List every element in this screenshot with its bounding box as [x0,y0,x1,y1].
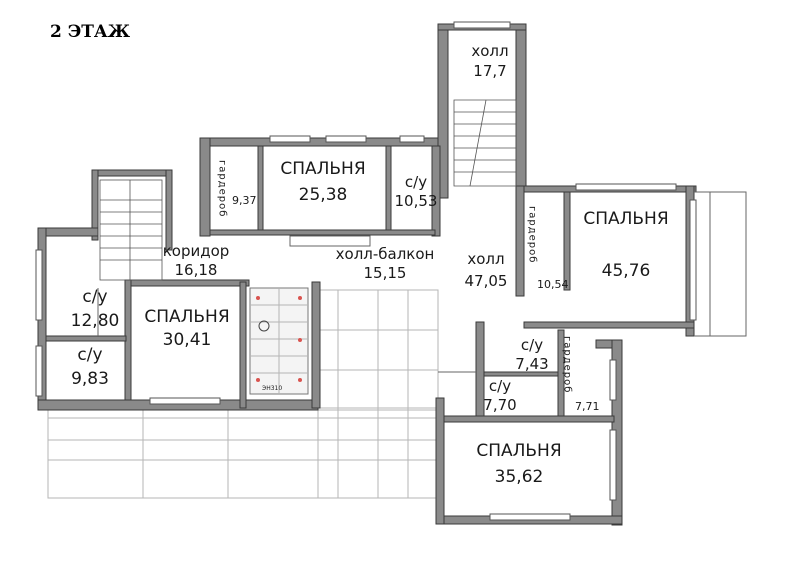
room-area: 35,62 [495,467,544,487]
room-corridor: коридор 16,18 [163,242,230,279]
room-name: СПАЛЬНЯ [144,307,229,327]
fixture-icon [258,320,270,332]
room-area: 16,18 [175,261,218,279]
room-name: холл [471,42,508,60]
room-bedroom-2: СПАЛЬНЯ 45,76 [583,209,668,281]
room-name: коридор [163,242,230,260]
room-name: холл [467,250,504,268]
room-name: гардероб [562,336,573,393]
room-wc-4: с/у 7,43 [515,336,548,373]
room-name: СПАЛЬНЯ [280,159,365,179]
tiled-bath: ЭН310 [249,287,309,395]
room-bedroom-1: СПАЛЬНЯ 25,38 [280,159,365,205]
room-wardrobe-3: гардероб 7,71 [562,336,600,413]
room-area: 30,41 [163,330,212,350]
room-hall-top: холл 17,7 [471,42,508,80]
room-name: холл-балкон [336,245,435,263]
room-name: СПАЛЬНЯ [583,209,668,229]
room-wc-3: с/у 9,83 [71,345,109,389]
floor-title: 2 ЭТАЖ [50,22,131,42]
room-name: гардероб [217,160,228,217]
room-area: 47,05 [465,272,508,290]
room-bedroom-4: СПАЛЬНЯ 35,62 [476,441,561,487]
room-area: 12,80 [71,311,120,331]
room-name: с/у [521,336,543,354]
room-area: 10,53 [395,192,438,210]
equipment-label: ЭН310 [262,385,282,392]
room-name: с/у [405,173,427,191]
room-wc-1: с/у 10,53 [395,173,438,210]
room-name: с/у [489,377,511,395]
room-wc-5: с/у 7,70 [483,377,516,414]
staircase-left [99,179,163,281]
room-area: 9,83 [71,369,109,389]
room-wc-2: с/у 12,80 [71,287,120,331]
room-name: гардероб [527,206,538,263]
room-wardrobe-2: гардероб 10,54 [527,206,569,291]
room-bedroom-3: СПАЛЬНЯ 30,41 [144,307,229,350]
room-area: 25,38 [299,185,348,205]
room-area: 7,71 [575,400,600,413]
windows [35,21,697,521]
outlines [97,191,747,373]
room-area: 10,54 [537,278,569,291]
terrace-grid [47,289,439,499]
room-wardrobe-1: гардероб 9,37 [217,160,257,217]
room-area: 9,37 [232,194,257,207]
room-area: 7,70 [483,396,516,414]
room-area: 7,43 [515,355,548,373]
room-area: 15,15 [364,264,407,282]
room-name: с/у [77,345,102,365]
room-area: 45,76 [602,261,651,281]
room-hall-balcony: холл-балкон 15,15 [336,245,435,282]
room-name: с/у [82,287,107,307]
staircase-main [453,99,517,187]
room-area: 17,7 [473,62,506,80]
room-name: СПАЛЬНЯ [476,441,561,461]
room-hall-main: холл 47,05 [465,250,508,290]
